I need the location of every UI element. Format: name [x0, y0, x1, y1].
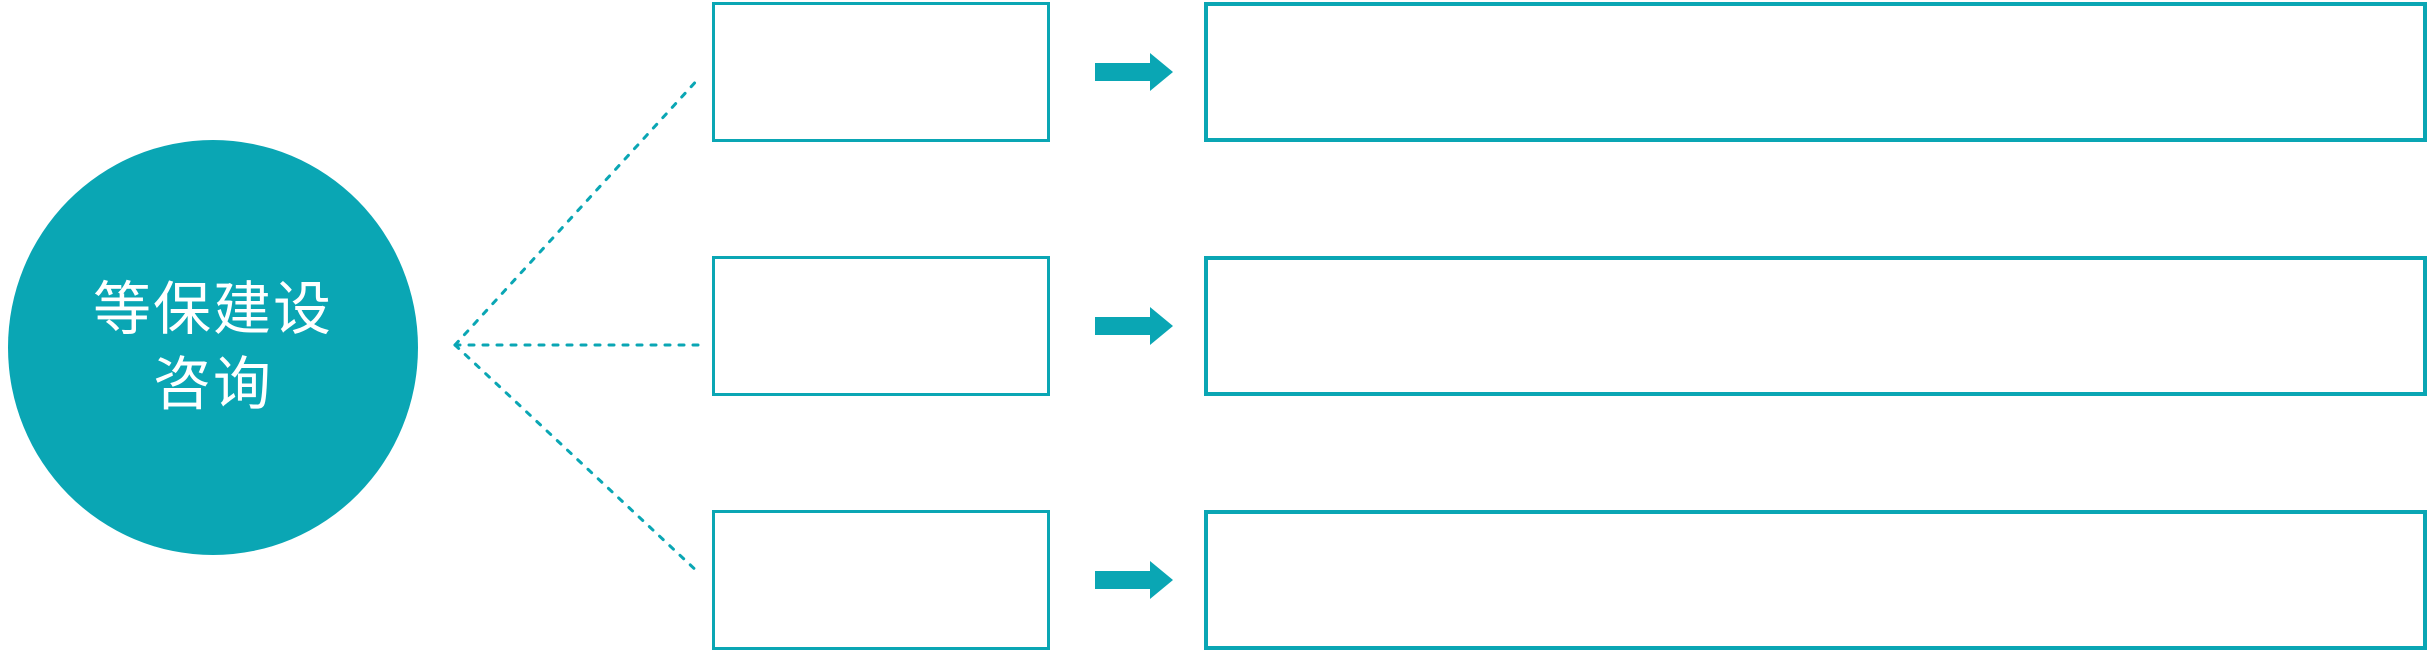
- description-box-3: [1204, 510, 2427, 650]
- arrow-right-icon: [1095, 53, 1173, 91]
- root-node-label-line2: 咨询: [152, 351, 273, 417]
- description-box-1: [1204, 2, 2427, 142]
- category-box-1: [712, 2, 1050, 142]
- category-box-3: [712, 510, 1050, 650]
- flow-row-1: [0, 2, 2434, 142]
- root-node-label: 等保建设 咨询: [93, 273, 333, 421]
- description-box-2: [1204, 256, 2427, 396]
- flow-row-3: [0, 510, 2434, 650]
- arrow-right-icon: [1095, 561, 1173, 599]
- root-node-circle: 等保建设 咨询: [8, 140, 418, 555]
- flow-row-2: [0, 256, 2434, 396]
- arrow-right-shape: [1095, 307, 1173, 345]
- arrow-right-shape: [1095, 53, 1173, 91]
- arrow-right-shape: [1095, 561, 1173, 599]
- arrow-right-icon: [1095, 307, 1173, 345]
- category-box-2: [712, 256, 1050, 396]
- root-node-label-line1: 等保建设: [92, 277, 333, 343]
